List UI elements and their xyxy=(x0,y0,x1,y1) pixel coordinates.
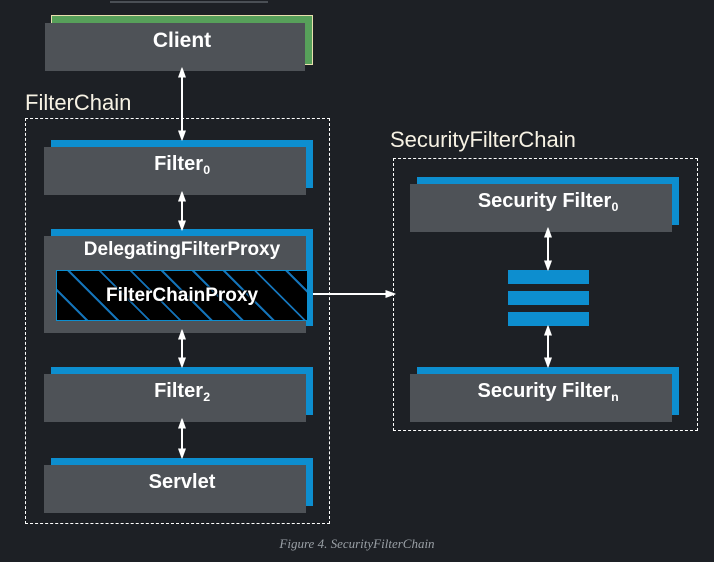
node-security-filter-n-label: Security Filtern xyxy=(477,380,619,404)
group-title-securityfilterchain: SecurityFilterChain xyxy=(390,127,576,152)
node-filter-chain-proxy-label: FilterChainProxy xyxy=(105,284,259,306)
node-client-label: Client xyxy=(152,28,212,52)
node-filter-0-text: Filter xyxy=(154,153,203,175)
node-security-filter-n-subscript: n xyxy=(611,389,619,404)
node-filter-2[interactable]: Filter2 xyxy=(44,367,313,422)
group-filterchain xyxy=(25,118,330,524)
ellipsis-bar-1 xyxy=(508,270,589,284)
node-servlet-label: Servlet xyxy=(148,471,216,493)
group-title-filterchain: FilterChain xyxy=(25,90,132,115)
node-security-filter-0[interactable]: Security Filter0 xyxy=(410,177,679,232)
node-filter-0-label: Filter0 xyxy=(154,153,211,177)
node-filter-0[interactable]: Filter0 xyxy=(44,140,313,195)
figure-caption: Figure 4. SecurityFilterChain xyxy=(279,536,435,551)
node-client[interactable]: Client xyxy=(45,15,313,71)
node-security-filter-n[interactable]: Security Filtern xyxy=(410,367,679,422)
ellipsis-bar-2 xyxy=(508,291,589,305)
node-security-filter-0-text: Security Filter xyxy=(477,190,612,212)
node-filter-0-subscript: 0 xyxy=(203,162,211,177)
node-security-filter-0-subscript: 0 xyxy=(611,199,619,214)
node-filter-chain-proxy[interactable]: FilterChainProxy xyxy=(56,270,308,321)
node-security-filter-n-text: Security Filter xyxy=(477,380,611,402)
node-delegating-filter-proxy[interactable]: DelegatingFilterProxy FilterChainProxy xyxy=(44,229,313,333)
node-filter-2-subscript: 2 xyxy=(203,389,211,404)
ellipsis-bar-3 xyxy=(508,312,589,326)
node-delegating-filter-proxy-label: DelegatingFilterProxy xyxy=(83,238,281,260)
node-filter-2-text: Filter xyxy=(154,380,203,402)
node-security-filter-0-label: Security Filter0 xyxy=(477,190,619,214)
node-servlet[interactable]: Servlet xyxy=(44,458,313,513)
top-clipped-rule xyxy=(110,1,268,3)
node-filter-2-label: Filter2 xyxy=(154,380,211,404)
